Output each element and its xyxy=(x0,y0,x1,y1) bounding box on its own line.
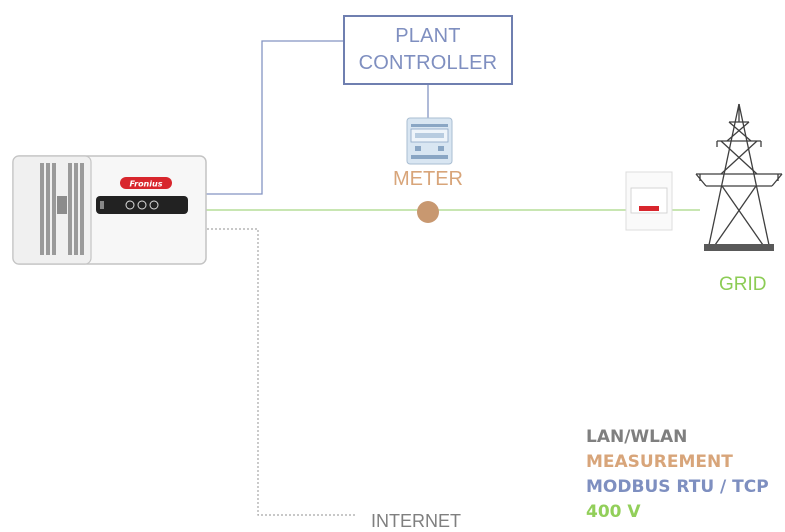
plant-controller-line1: PLANT xyxy=(395,25,461,47)
tower-base xyxy=(704,244,774,251)
meter-label: METER xyxy=(393,168,463,190)
fronius-logo-text: Fronius xyxy=(130,180,163,189)
inverter-heatsink-right xyxy=(68,163,84,255)
modbus-line xyxy=(203,40,343,195)
fronius-logo xyxy=(120,177,172,189)
legend: LAN/WLAN MEASUREMENT MODBUS RTU / TCP 40… xyxy=(586,425,769,525)
legend-modbus: MODBUS RTU / TCP xyxy=(586,477,769,497)
inverter: Fronius xyxy=(12,155,207,265)
internet-label: INTERNET xyxy=(371,511,461,531)
plant-controller-box: PLANT CONTROLLER xyxy=(343,15,513,85)
legend-400v: 400 V xyxy=(586,502,641,522)
inverter-heatsink-left xyxy=(40,163,56,255)
transmission-tower-icon xyxy=(695,103,783,246)
inverter-display-panel xyxy=(96,196,188,214)
legend-measurement: MEASUREMENT xyxy=(586,452,733,472)
grid-connection-box xyxy=(625,171,673,231)
legend-lan-wlan: LAN/WLAN xyxy=(586,427,688,447)
internet-line xyxy=(203,228,357,516)
meter-icon xyxy=(406,117,453,165)
measurement-point xyxy=(417,201,439,223)
plant-controller-line2: CONTROLLER xyxy=(358,52,498,74)
grid-label: GRID xyxy=(719,274,767,295)
